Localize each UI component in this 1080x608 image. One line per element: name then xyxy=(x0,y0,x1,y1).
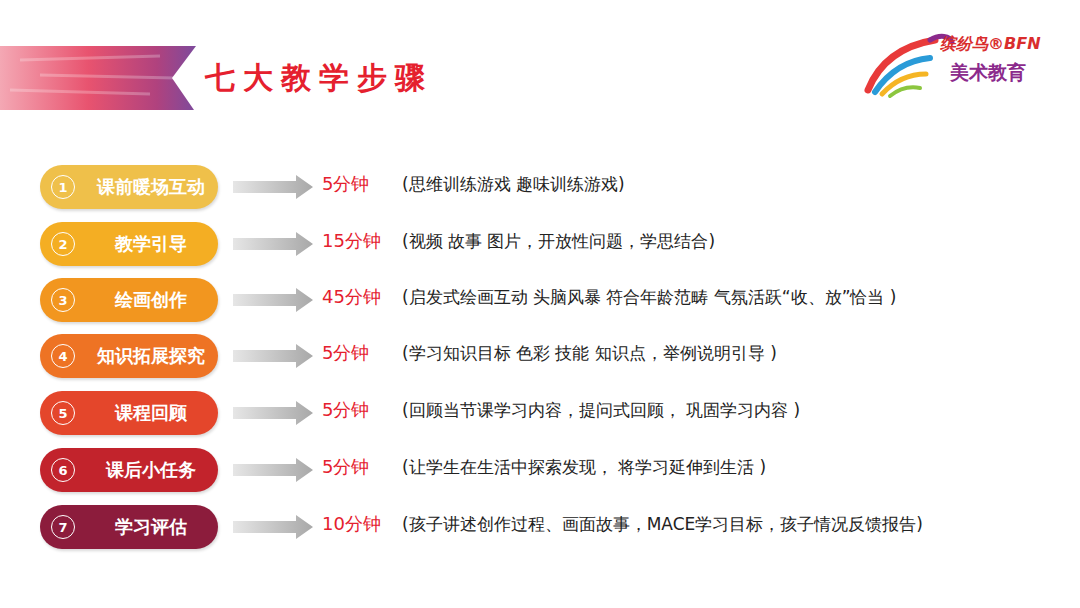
duration: 10分钟 xyxy=(322,512,381,536)
step-name: 知识拓展探究 xyxy=(85,334,217,378)
duration: 5分钟 xyxy=(322,341,369,365)
step-number: 3 xyxy=(58,294,67,307)
step-name: 课前暖场互动 xyxy=(85,165,217,209)
step-number: 7 xyxy=(58,521,67,534)
grey-arrow xyxy=(233,232,313,256)
step-name: 教学引导 xyxy=(85,222,217,266)
step-number: 2 xyxy=(58,238,67,251)
grey-arrow xyxy=(233,175,313,199)
step-number-circle: 7 xyxy=(51,515,75,539)
logo-brand: 缤纷鸟®BFN xyxy=(940,34,1041,55)
step-number-circle: 2 xyxy=(51,232,75,256)
step-number: 4 xyxy=(58,350,67,363)
step-number: 5 xyxy=(58,407,67,420)
step-number-circle: 3 xyxy=(51,288,75,312)
grey-arrow xyxy=(233,458,313,482)
brush-texture xyxy=(10,56,175,94)
step-pill: 课程回顾 5 xyxy=(40,391,218,435)
grey-arrow xyxy=(233,288,313,312)
title-band xyxy=(0,46,196,110)
step-number-circle: 6 xyxy=(51,458,75,482)
step-description: (启发式绘画互动 头脑风暴 符合年龄范畴 气氛活跃“收、放”恰当 ) xyxy=(402,286,897,309)
step-number-circle: 5 xyxy=(51,401,75,425)
step-pill: 绘画创作 3 xyxy=(40,278,218,322)
grey-arrow xyxy=(233,515,313,539)
step-name: 课程回顾 xyxy=(85,391,217,435)
duration: 5分钟 xyxy=(322,172,369,196)
logo-bird xyxy=(868,36,952,96)
step-pill: 教学引导 2 xyxy=(40,222,218,266)
step-description: (思维训练游戏 趣味训练游戏) xyxy=(402,173,625,196)
step-pill: 学习评估 7 xyxy=(40,505,218,549)
grey-arrow xyxy=(233,401,313,425)
step-description: (回顾当节课学习内容，提问式回顾， 巩固学习内容 ) xyxy=(402,399,800,422)
step-description: (孩子讲述创作过程、画面故事，MACE学习目标，孩子情况反馈报告) xyxy=(402,513,923,536)
step-number-circle: 4 xyxy=(51,344,75,368)
duration: 45分钟 xyxy=(322,285,381,309)
step-description: (学习知识目标 色彩 技能 知识点，举例说明引导 ) xyxy=(402,342,777,365)
slide-title: 七大教学步骤 xyxy=(205,58,433,99)
step-number-circle: 1 xyxy=(51,175,75,199)
grey-arrow xyxy=(233,344,313,368)
step-number: 1 xyxy=(58,181,67,194)
step-name: 绘画创作 xyxy=(85,278,217,322)
step-pill: 课前暖场互动 1 xyxy=(40,165,218,209)
step-description: (让学生在生活中探索发现， 将学习延伸到生活 ) xyxy=(402,456,766,479)
step-pill: 知识拓展探究 4 xyxy=(40,334,218,378)
arrow-group xyxy=(233,175,313,539)
duration: 5分钟 xyxy=(322,398,369,422)
duration: 5分钟 xyxy=(322,455,369,479)
step-description: (视频 故事 图片，开放性问题，学思结合) xyxy=(402,230,715,253)
step-number: 6 xyxy=(58,464,67,477)
step-pill: 课后小任务 6 xyxy=(40,448,218,492)
step-name: 课后小任务 xyxy=(85,448,217,492)
logo-subtitle: 美术教育 xyxy=(950,60,1026,86)
duration: 15分钟 xyxy=(322,229,381,253)
step-name: 学习评估 xyxy=(85,505,217,549)
